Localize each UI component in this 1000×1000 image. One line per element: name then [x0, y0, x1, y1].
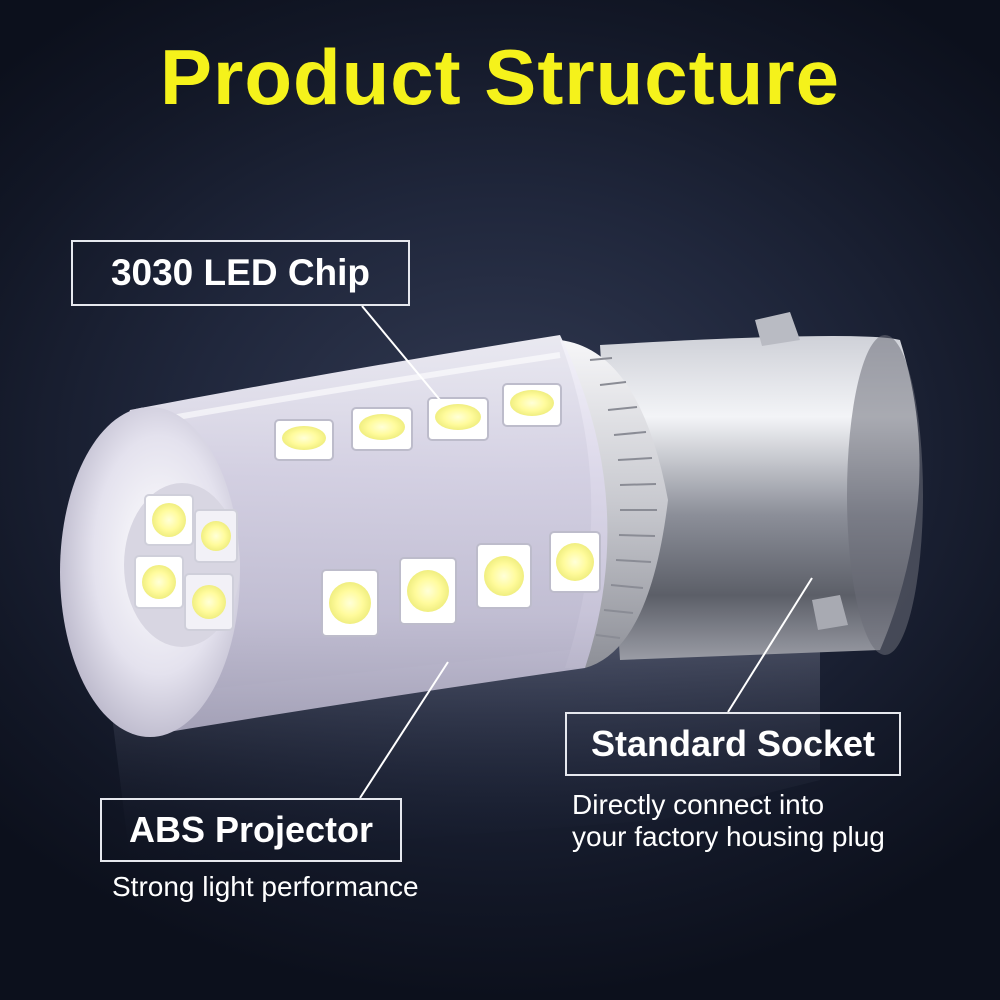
end-led-chips — [134, 494, 238, 631]
standard-socket-description-line2: your factory housing plug — [572, 821, 885, 852]
standard-socket-label: Standard Socket — [565, 712, 901, 776]
led-chip-leader-line — [361, 305, 441, 401]
projector-leader-line — [359, 661, 449, 799]
abs-projector-description: Strong light performance — [112, 871, 419, 902]
middle-led-chips — [321, 531, 601, 637]
page-title: Product Structure — [159, 33, 841, 121]
socket-base — [600, 312, 923, 660]
socket-leader-line — [727, 577, 813, 713]
standard-socket-description-line1: Directly connect into — [572, 789, 825, 820]
led-chip-label: 3030 LED Chip — [71, 240, 410, 306]
abs-projector-label: ABS Projector — [100, 798, 402, 862]
top-led-chips — [274, 383, 562, 461]
